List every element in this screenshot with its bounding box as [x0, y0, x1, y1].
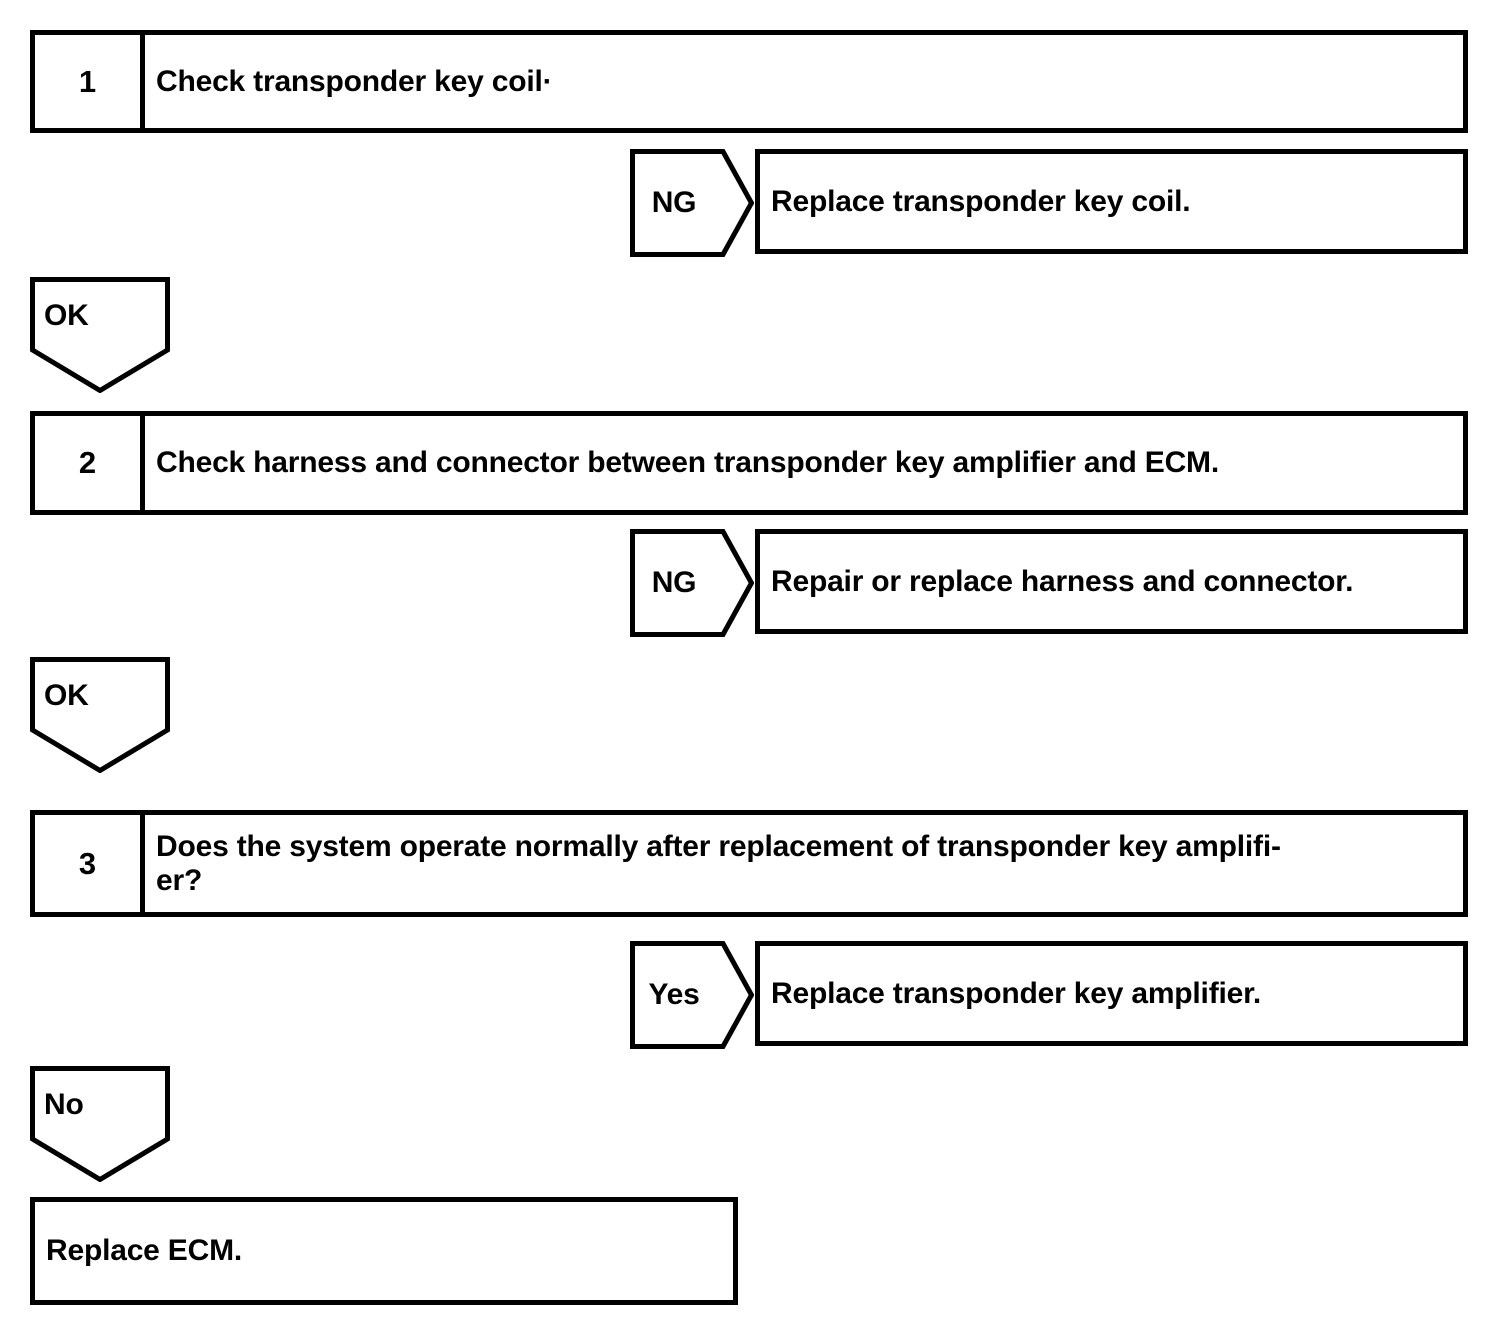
branch-label-yes: Yes: [648, 978, 700, 1011]
continuation-flag-ok-1: OK: [30, 277, 170, 393]
step-number-3: 3: [35, 815, 145, 912]
step-text-3-line-1: Does the system operate normally after r…: [156, 829, 1281, 863]
continuation-label-ok-2: OK: [44, 679, 89, 712]
step-box-1: 1 Check transponder key coil·: [30, 30, 1468, 133]
result-box-ng-2: Repair or replace harness and connector.: [755, 529, 1468, 634]
chevron-shape-icon: [630, 149, 754, 257]
chevron-shape-icon: [630, 941, 754, 1049]
down-pentagon-shape-icon: [30, 277, 170, 393]
branch-label-ng-2: NG: [651, 566, 697, 599]
step-box-2: 2 Check harness and connector between tr…: [30, 411, 1468, 515]
step-text-3: Does the system operate normally after r…: [145, 815, 1463, 912]
continuation-label-no: No: [44, 1088, 84, 1121]
branch-label-ng-1: NG: [651, 186, 697, 219]
down-pentagon-shape-icon: [30, 1066, 170, 1182]
down-pentagon-shape-icon: [30, 657, 170, 773]
result-box-yes: Replace transponder key amplifier.: [755, 941, 1468, 1046]
branch-chevron-ng-2: NG: [630, 529, 754, 637]
branch-chevron-yes: Yes: [630, 941, 754, 1049]
step-box-3: 3 Does the system operate normally after…: [30, 810, 1468, 917]
continuation-label-ok-1: OK: [44, 299, 89, 332]
step-number-1: 1: [35, 35, 145, 128]
continuation-flag-ok-2: OK: [30, 657, 170, 773]
continuation-flag-no: No: [30, 1066, 170, 1182]
step-text-1: Check transponder key coil·: [156, 64, 553, 98]
final-action-box: Replace ECM.: [30, 1197, 738, 1305]
branch-chevron-ng-1: NG: [630, 149, 754, 257]
result-box-ng-1: Replace transponder key coil.: [755, 149, 1468, 254]
step-number-2: 2: [35, 416, 145, 510]
step-text-2: Check harness and connector between tran…: [156, 446, 1219, 480]
chevron-shape-icon: [630, 529, 754, 637]
step-text-3-line-2: er?: [156, 863, 203, 897]
